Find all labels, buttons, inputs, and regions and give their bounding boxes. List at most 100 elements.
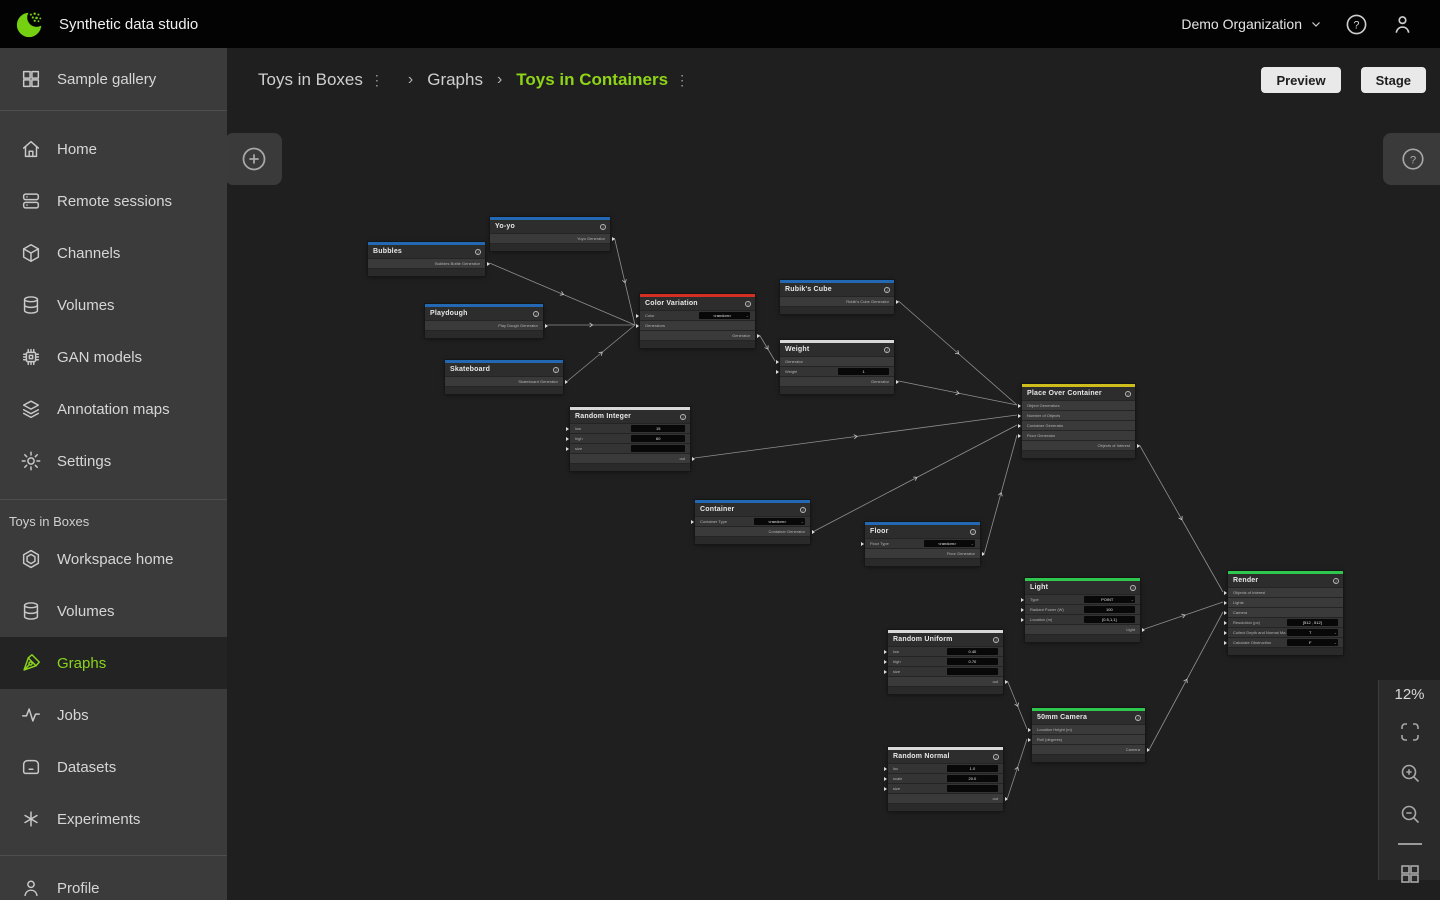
sidebar-item-settings[interactable]: Settings [0, 435, 227, 487]
info-icon[interactable]: i [1125, 390, 1131, 397]
input-port[interactable] [1021, 607, 1024, 612]
param-select[interactable]: <random>⌄ [923, 540, 975, 547]
add-node-button[interactable] [227, 133, 282, 185]
sidebar-item-gan-models[interactable]: GAN models [0, 331, 227, 383]
user-icon[interactable] [1390, 12, 1414, 36]
edge-bubbles-to-colorvar[interactable] [489, 262, 636, 326]
sidebar-item-experiments[interactable]: Experiments [0, 793, 227, 845]
edge-light-to-render[interactable] [1144, 601, 1224, 630]
input-port[interactable] [1224, 640, 1227, 645]
info-icon[interactable]: i [745, 300, 751, 307]
output-port[interactable] [1004, 796, 1008, 801]
output-port[interactable] [486, 261, 490, 266]
edge-skateboard-to-colorvar[interactable] [567, 324, 636, 382]
edge-floor-to-placeover[interactable] [984, 434, 1018, 554]
param-input[interactable]: 1.0 [946, 765, 998, 772]
output-port[interactable] [564, 379, 568, 384]
input-port[interactable] [884, 649, 887, 654]
input-port[interactable] [1018, 413, 1021, 418]
sidebar-item-volumes[interactable]: Volumes [0, 279, 227, 331]
sidebar-item-graphs[interactable]: Graphs [0, 637, 227, 689]
output-port[interactable] [811, 529, 815, 534]
info-icon[interactable]: i [680, 413, 686, 420]
info-icon[interactable]: i [475, 248, 481, 255]
edge-randint-to-placeover[interactable] [694, 414, 1018, 459]
info-icon[interactable]: i [1333, 577, 1339, 584]
param-input[interactable]: [512 , 512] [1286, 619, 1338, 626]
info-icon[interactable]: i [884, 346, 890, 353]
edge-colorvar-to-weight[interactable] [759, 334, 776, 362]
output-port[interactable] [691, 456, 695, 461]
sidebar-item-home[interactable]: Home [0, 123, 227, 175]
info-icon[interactable]: i [533, 310, 539, 317]
output-port[interactable] [895, 299, 899, 304]
output-port[interactable] [895, 379, 899, 384]
info-icon[interactable]: i [553, 366, 559, 373]
info-icon[interactable]: i [970, 528, 976, 535]
param-input[interactable]: 60 [631, 435, 685, 442]
breadcrumb-workspace[interactable]: Toys in Boxes [258, 70, 363, 89]
input-port[interactable] [1018, 433, 1021, 438]
breadcrumb-current-graph[interactable]: Toys in Containers [516, 70, 669, 89]
fit-view-button[interactable] [1398, 720, 1422, 744]
input-port[interactable] [691, 519, 694, 524]
param-input[interactable]: 1 [838, 368, 889, 375]
input-port[interactable] [1021, 617, 1024, 622]
input-port[interactable] [1018, 423, 1021, 428]
param-input[interactable]: 0.70 [946, 658, 998, 665]
input-port[interactable] [1224, 630, 1227, 635]
output-port[interactable] [611, 236, 615, 241]
edge-rubiks-to-placeover[interactable] [898, 300, 1018, 406]
info-icon[interactable]: i [1130, 584, 1136, 591]
sidebar-item-remote-sessions[interactable]: Remote sessions [0, 175, 227, 227]
minimap-toggle-button[interactable] [1398, 862, 1422, 886]
input-port[interactable] [1224, 620, 1227, 625]
kebab-menu-icon[interactable]: ⋮ [675, 71, 690, 88]
edge-randuniform-to-camera50[interactable] [1007, 680, 1028, 730]
edge-camera50-to-render[interactable] [1149, 611, 1224, 750]
input-port[interactable] [861, 541, 864, 546]
info-icon[interactable]: i [884, 286, 890, 293]
input-port[interactable] [636, 323, 639, 328]
param-input[interactable] [631, 445, 685, 452]
edge-placeover-to-render[interactable] [1139, 444, 1224, 593]
input-port[interactable] [1224, 590, 1227, 595]
param-select[interactable]: POINT⌄ [1083, 596, 1135, 603]
help-icon[interactable]: ? [1344, 12, 1368, 36]
input-port[interactable] [884, 659, 887, 664]
param-input[interactable]: 20.0 [946, 775, 998, 782]
sidebar-item-jobs[interactable]: Jobs [0, 689, 227, 741]
input-port[interactable] [566, 446, 569, 451]
info-icon[interactable]: i [800, 506, 806, 513]
output-port[interactable] [1141, 627, 1145, 632]
param-select[interactable]: T⌄ [1286, 629, 1338, 636]
output-port[interactable] [544, 323, 548, 328]
param-input[interactable] [946, 785, 998, 792]
output-port[interactable] [981, 551, 985, 556]
input-port[interactable] [1028, 727, 1031, 732]
info-icon[interactable]: i [600, 223, 606, 230]
info-icon[interactable]: i [993, 636, 999, 643]
sidebar-item-volumes[interactable]: Volumes [0, 585, 227, 637]
